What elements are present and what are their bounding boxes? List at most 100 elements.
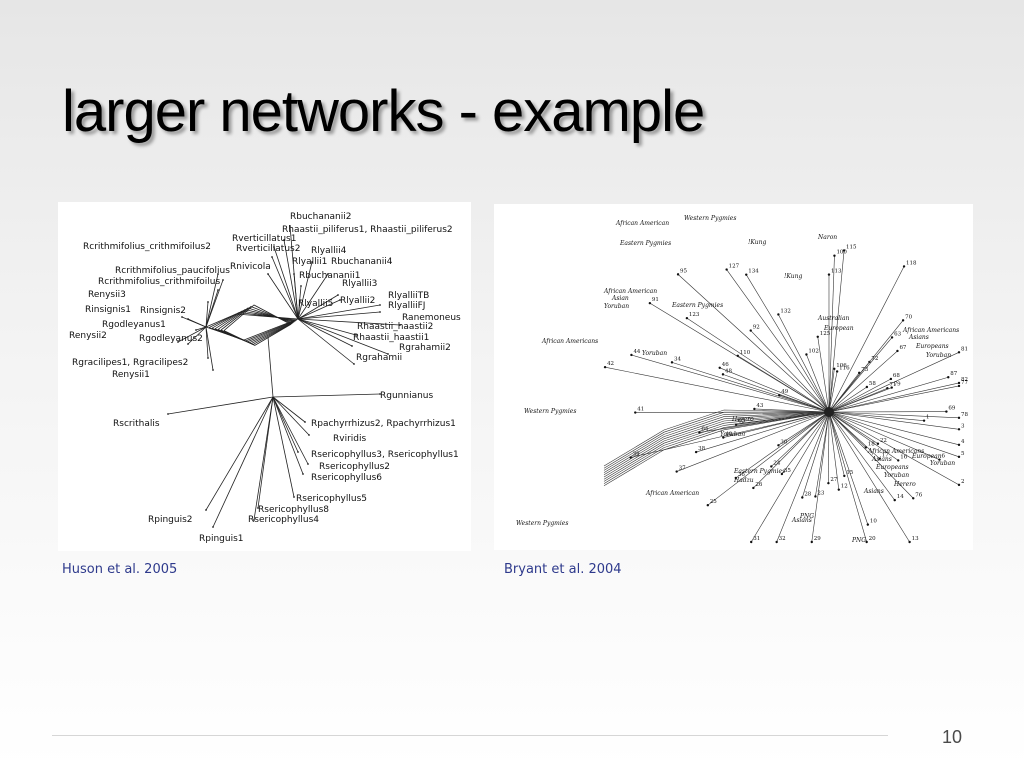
sample-node [957,381,961,385]
sample-node [603,365,607,369]
group-label: !Kung [784,273,802,280]
node-number: 79 [894,382,901,388]
group-label: Asian [611,295,629,302]
group-label: Eastern Pygmies [733,468,785,475]
network-edge [778,411,830,446]
sample-node [901,319,905,322]
taxon-label: Rsericophyllus2 [319,462,390,472]
group-label: Yoruban [720,431,745,438]
group-label: European [823,325,854,332]
sample-node [718,366,721,369]
node-number: 24 [773,460,780,466]
taxon-node [339,299,341,301]
network-edge [272,396,310,436]
taxon-node [207,301,209,303]
group-label: Yoruban [604,303,629,310]
network-edge [828,411,914,499]
taxon-label: Rsericophyllus4 [248,515,319,525]
group-label: Eastern Pygmies [671,302,723,309]
group-label: Yoruban [642,350,667,357]
split-edge [603,409,830,467]
taxon-node [297,451,299,453]
node-number: 134 [748,269,759,275]
node-number: 76 [915,492,922,498]
node-number: 39 [633,451,640,457]
sample-node [947,376,950,379]
taxon-label: Rsericophyllus6 [311,473,382,483]
sample-node [685,316,689,320]
network-edge [828,411,895,501]
taxon-label: Rverticillatus2 [236,244,300,254]
sample-node [734,476,738,480]
taxon-node [217,289,219,291]
taxon-node [257,507,259,509]
node-number: 10 [870,519,877,525]
node-number: 110 [740,350,751,356]
node-number: 71 [889,382,896,388]
network-edge [737,355,830,413]
network-edge [707,411,830,506]
node-number: 78 [961,412,968,418]
split-edge [603,411,830,471]
taxon-label: Renysii1 [112,370,150,380]
taxon-node [302,473,304,475]
node-number: 113 [831,269,842,275]
taxon-node [271,256,273,258]
network-edge [205,326,214,371]
network-edge [828,371,838,413]
network-edge [205,396,274,511]
split-edge [223,304,291,331]
taxon-label: Rhaastii_haastii2 [357,322,433,332]
node-number: 38 [698,446,705,452]
sample-node [876,442,880,445]
network-edge [828,411,899,461]
network-edge [267,273,299,320]
node-number: 44 [633,349,640,355]
node-number: 46 [722,362,729,368]
taxon-node [267,273,269,275]
taxon-node [293,273,295,275]
taxon-label: Rlyallii5 [298,299,333,309]
group-label: African Americans [902,327,959,334]
network-edge [828,411,960,430]
network-edge [272,396,299,453]
sample-node [780,472,784,476]
sample-node [721,373,725,376]
network-edge [205,289,219,328]
taxon-label: Rsericophyllus5 [296,494,367,504]
split-edge [223,324,292,346]
sample-node [957,428,961,431]
taxon-node [217,273,219,275]
network-edge [828,255,835,413]
network-edge [722,374,830,413]
sample-node [827,481,830,485]
node-number: 4 [961,439,965,445]
node-number: 41 [637,407,644,413]
network-edge [272,393,381,398]
node-number: 48 [725,368,732,374]
sample-node [752,486,755,490]
group-label: Herero [731,416,754,423]
node-number: 102 [808,348,819,354]
node-number: 20 [869,536,876,542]
taxon-node [299,300,301,302]
sample-node [878,457,881,460]
network-edge [828,385,960,413]
node-number: 106 [836,363,847,369]
taxon-node [379,304,381,306]
taxon-node [187,343,189,345]
network-edge [828,411,867,543]
group-label: African American [645,490,699,497]
sample-node [749,329,752,332]
group-label: PNG [799,513,814,520]
caption-bryant: Bryant et al. 2004 [504,562,622,577]
network-edge [212,396,274,528]
taxon-label: Rhaastii_haastii1 [353,333,429,343]
node-number: 132 [780,308,791,314]
slide-title: larger networks - example [62,79,705,144]
network-edge [273,246,299,320]
taxon-node [353,363,355,365]
taxon-node [399,324,401,326]
network-edge [828,411,840,490]
